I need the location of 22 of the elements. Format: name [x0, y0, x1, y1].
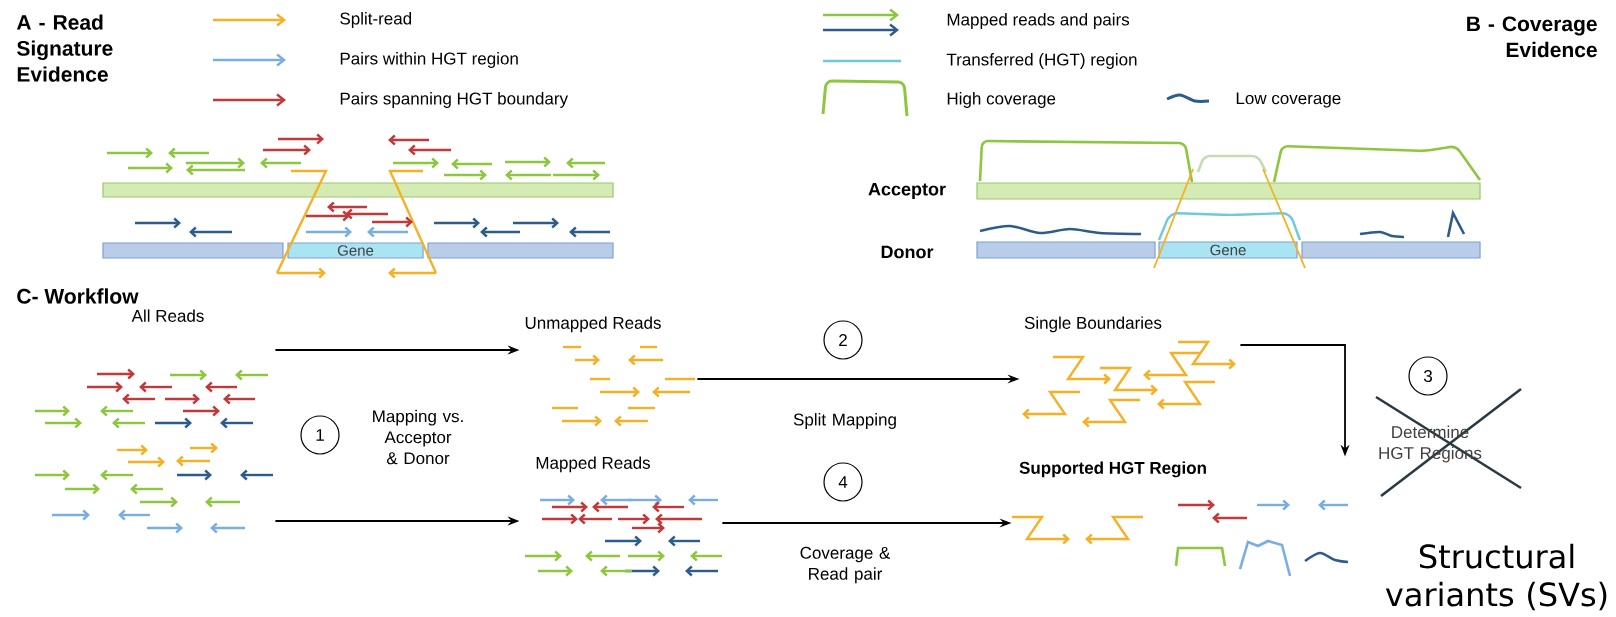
gene-box: Gene: [287, 242, 424, 259]
caption-text: Structural variants (SVs): [1385, 543, 1607, 611]
gene-box: Gene: [1158, 241, 1298, 259]
legend-text: Split-read: [340, 12, 412, 28]
group-label: Mapped Reads: [536, 456, 650, 473]
group-label: Unmapped Reads: [525, 316, 661, 333]
panel-title: A - Read Signature Evidence: [16, 14, 113, 82]
group-label: Supported HGT Region: [1019, 461, 1206, 478]
strand-label: Acceptor: [868, 182, 946, 200]
step-label: Mapping vs. Acceptor & Donor: [373, 409, 463, 465]
legend-text: High coverage: [947, 92, 1056, 108]
panel-title: B - Coverage Evidence: [1467, 16, 1597, 58]
legend-text: Low coverage: [1236, 92, 1341, 108]
group-label: All Reads: [131, 309, 204, 322]
group-label: Single Boundaries: [1024, 316, 1162, 333]
legend-text: Mapped reads and pairs: [947, 13, 1130, 29]
strand-label: Donor: [881, 245, 934, 259]
legend-text: Transferred (HGT) region: [946, 53, 1137, 69]
legend-text: Pairs within HGT region: [340, 52, 518, 68]
edge-label: Split Mapping: [787, 411, 903, 431]
legend-text: Pairs spanning HGT boundary: [340, 92, 568, 108]
edge-label: Coverage & Read pair: [787, 544, 903, 586]
